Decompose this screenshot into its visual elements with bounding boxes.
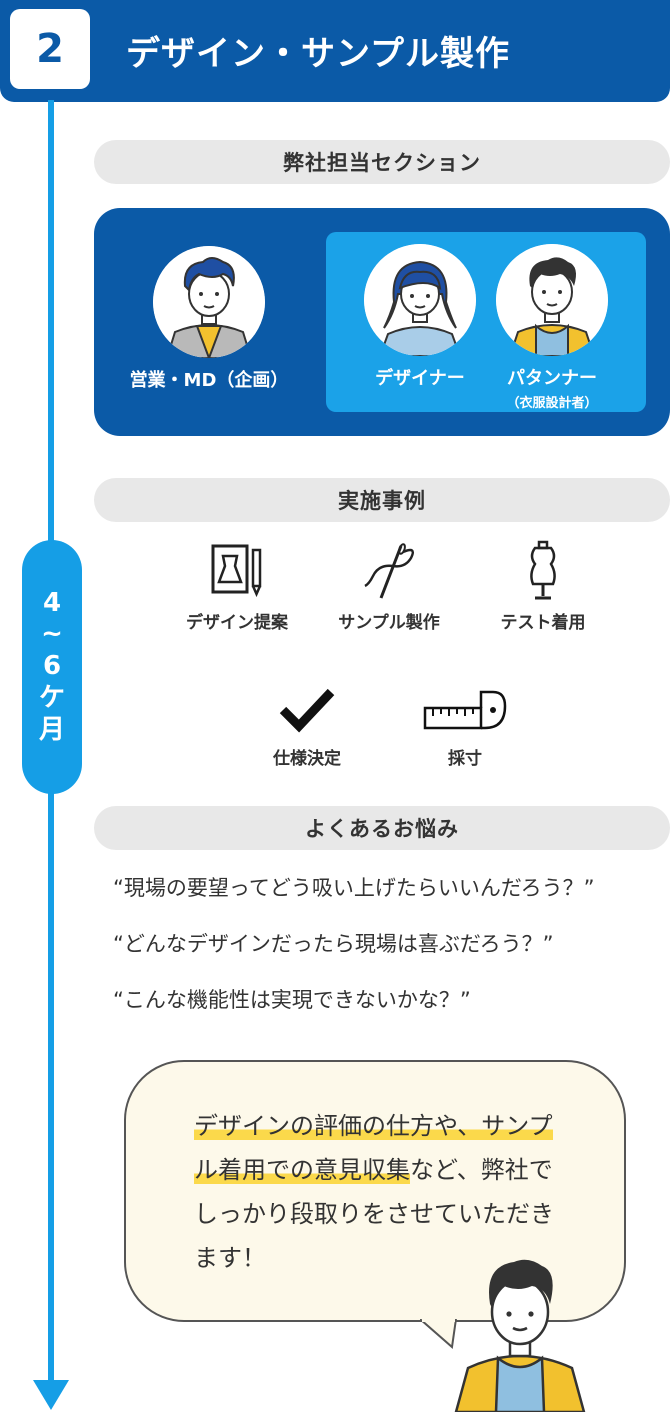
case-sample-production: サンプル製作 xyxy=(314,540,464,633)
worry-item: “どんなデザインだったら現場は喜ぶだろう？” xyxy=(113,932,554,956)
case-design-proposal: デザイン提案 xyxy=(162,540,312,633)
case-label: サンプル製作 xyxy=(338,613,440,633)
case-label: 仕様決定 xyxy=(273,749,341,769)
worry-item: “現場の要望ってどう吸い上げたらいいんだろう？” xyxy=(113,876,595,900)
checkmark-icon xyxy=(279,688,335,733)
step-title: デザイン・サンプル製作 xyxy=(126,34,510,74)
team-box: 営業・MD（企画） デザイナー xyxy=(94,208,670,436)
patternmaker-illustration-icon xyxy=(454,1259,586,1412)
timeline-arrow-icon xyxy=(33,1380,69,1410)
duration-char: 4 xyxy=(42,587,62,618)
duration-char: 月 xyxy=(38,714,65,745)
duration-pill: 4 ~ 6 ケ 月 xyxy=(22,540,82,794)
case-label: デザイン提案 xyxy=(186,613,288,633)
cases-section-heading: 実施事例 xyxy=(94,478,670,522)
case-test-wearing: テスト着用 xyxy=(468,540,618,633)
dress-form-icon xyxy=(530,540,556,600)
member-label-designer: デザイナー xyxy=(375,368,465,389)
design-team-panel: デザイナー パタンナー （衣服設計者） xyxy=(326,232,646,412)
patternmaker-avatar-icon xyxy=(496,244,608,356)
worry-item: “こんな機能性は実現できないかな？” xyxy=(113,988,471,1012)
speech-bubble-tail-icon xyxy=(420,1319,457,1349)
needle-thread-icon xyxy=(364,543,414,599)
bubble-message: デザインの評価の仕方や、サンプル着用での意見収集など、弊社でしっかり段取りをさせ… xyxy=(194,1104,574,1280)
duration-char: ケ xyxy=(38,682,65,713)
sales-person-avatar-icon xyxy=(153,246,265,358)
duration-char: ~ xyxy=(41,619,63,650)
member-sales: 営業・MD（企画） xyxy=(126,246,292,392)
step-header: 2 デザイン・サンプル製作 xyxy=(0,0,670,102)
worries-section-heading: よくあるお悩み xyxy=(94,806,670,850)
member-sublabel-patternmaker: （衣服設計者） xyxy=(506,396,598,411)
designer-avatar-icon xyxy=(364,244,476,356)
case-spec-decision: 仕様決定 xyxy=(232,686,382,769)
member-designer: デザイナー xyxy=(364,244,476,390)
member-patternmaker: パタンナー （衣服設計者） xyxy=(496,244,608,411)
member-label-sales: 営業・MD（企画） xyxy=(129,370,289,391)
member-label-patternmaker: パタンナー xyxy=(507,368,597,389)
measuring-tape-icon xyxy=(423,690,507,730)
duration-char: 6 xyxy=(42,651,62,682)
case-label: 採寸 xyxy=(448,749,482,769)
case-label: テスト着用 xyxy=(500,613,586,633)
bubble-text-highlight: デザインの評価の仕方や、サ xyxy=(194,1112,506,1140)
step-number-badge: 2 xyxy=(10,9,90,89)
bubble-text: など、弊社でしっかり段取りをさせていただきます！ xyxy=(194,1156,554,1272)
case-measuring: 採寸 xyxy=(390,686,540,769)
team-section-heading: 弊社担当セクション xyxy=(94,140,670,184)
design-sketch-icon xyxy=(211,544,262,598)
